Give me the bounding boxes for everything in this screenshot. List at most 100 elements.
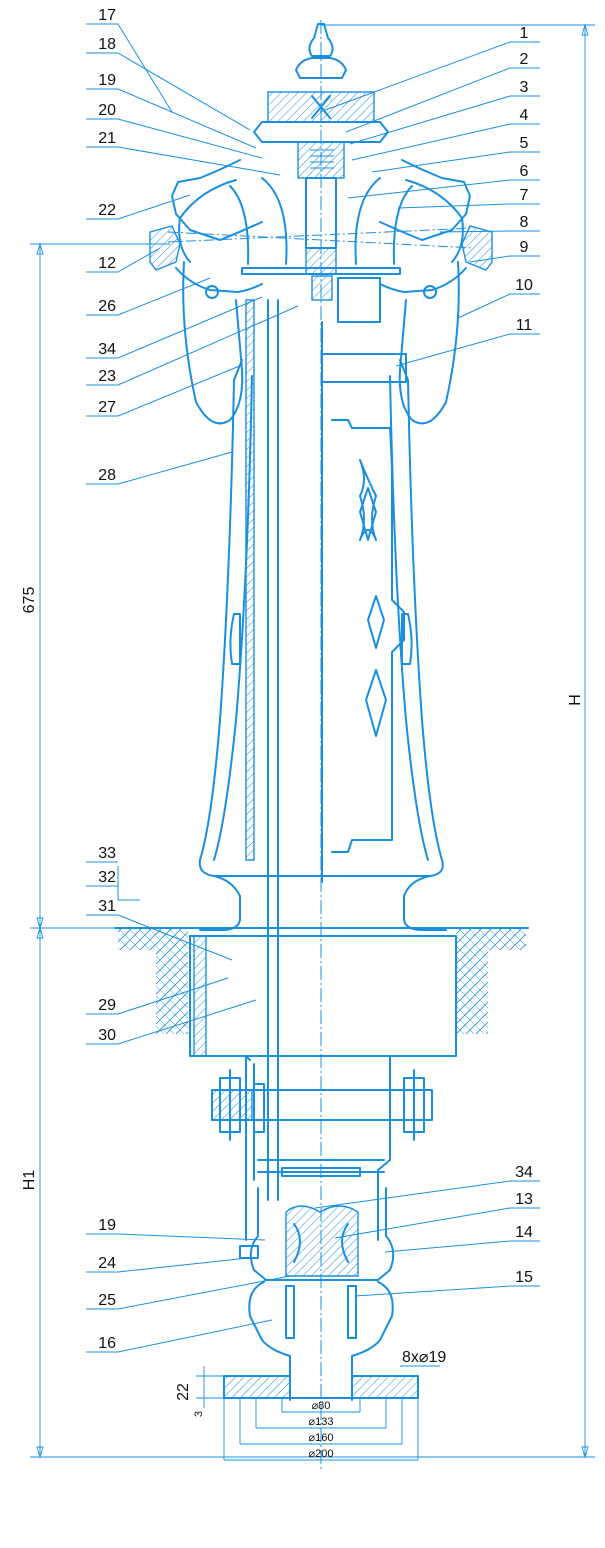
- callout-leader: [117, 977, 229, 1015]
- callout-number: 25: [98, 1292, 116, 1309]
- callout-right-9: 9: [469, 239, 540, 263]
- callout-leader: [117, 999, 257, 1045]
- callout-number: 8: [520, 214, 529, 231]
- callout-left-18: 18: [86, 36, 251, 131]
- dim-d133: ⌀133: [309, 1416, 334, 1428]
- callout-number: 28: [98, 467, 116, 484]
- callout-number: 19: [98, 72, 116, 89]
- callout-leader: [319, 41, 511, 113]
- callout-number: 18: [98, 36, 116, 53]
- left-outlet-cap: [182, 261, 244, 425]
- callout-leader: [117, 364, 243, 417]
- callout-left-26: 26: [86, 277, 211, 316]
- callout-leader: [117, 1233, 266, 1241]
- callout-number: 4: [520, 107, 529, 124]
- callout-number: 12: [98, 255, 116, 272]
- callout-number: 5: [520, 135, 529, 152]
- callout-number: 16: [98, 1335, 116, 1352]
- callout-leader: [457, 293, 511, 319]
- dim-h1: H1: [21, 1170, 38, 1191]
- dim-d160: ⌀160: [309, 1432, 334, 1444]
- callout-number: 34: [515, 1164, 533, 1181]
- callout-number: 31: [98, 898, 116, 915]
- dim-h: H: [567, 694, 584, 706]
- callout-right-6: 6: [347, 163, 540, 199]
- callout-left-32: 32: [86, 869, 118, 887]
- callout-leader: [469, 255, 511, 263]
- dim-gasket: 3: [193, 1411, 205, 1417]
- callout-leader: [117, 52, 251, 131]
- callout-left-17: 17: [86, 7, 173, 113]
- callout-number: 7: [520, 187, 529, 204]
- callout-number: 15: [515, 1269, 533, 1286]
- callout-number: 3: [520, 79, 529, 96]
- callout-number: 21: [98, 130, 116, 147]
- callout-right-34: 34: [314, 1164, 540, 1209]
- callout-right-10: 10: [457, 277, 540, 319]
- callout-leader: [314, 1180, 511, 1209]
- callout-leader: [117, 1275, 291, 1310]
- callout-number: 14: [515, 1224, 533, 1241]
- callout-number: 26: [98, 298, 116, 315]
- hydrant-head: [149, 159, 493, 299]
- callout-leader: [117, 23, 173, 113]
- callout-leader: [117, 118, 263, 159]
- dim-675: 675: [21, 587, 38, 614]
- callout-left-19: 19: [86, 1217, 266, 1241]
- callout-number: 17: [98, 7, 116, 24]
- callout-right-13: 13: [334, 1191, 540, 1239]
- callout-leader: [117, 146, 281, 176]
- callout-number: 11: [516, 317, 533, 334]
- callout-leader: [384, 1240, 511, 1253]
- lower-barrel: [189, 935, 457, 1241]
- right-outlet-cap: [398, 261, 460, 425]
- callout-left-27: 27: [86, 364, 243, 417]
- callout-left-20: 20: [86, 102, 263, 159]
- callout-leader: [117, 247, 161, 273]
- callout-right-8: 8: [439, 214, 540, 233]
- callout-number: 24: [98, 1255, 116, 1272]
- valve-body: [223, 1187, 419, 1401]
- callout-bracket-33-32: [117, 866, 140, 901]
- callout-leader: [117, 88, 257, 149]
- callout-left-28: 28: [86, 451, 233, 485]
- callout-leader: [347, 179, 511, 199]
- callout-left-34: 34: [86, 296, 263, 359]
- callout-leader: [439, 230, 511, 233]
- callout-leader: [117, 277, 211, 316]
- callout-leader: [354, 1285, 511, 1297]
- callout-leader: [117, 1257, 249, 1273]
- callout-right-11: 11: [395, 317, 540, 367]
- callout-right-14: 14: [384, 1224, 540, 1253]
- callout-left-22: 22: [86, 194, 191, 220]
- callout-number: 27: [98, 399, 116, 416]
- dimension-lines: [30, 23, 595, 1459]
- callout-number: 30: [98, 1027, 116, 1044]
- callout-left-29: 29: [86, 977, 229, 1015]
- callout-leader: [371, 151, 511, 173]
- callout-leader: [117, 305, 299, 386]
- callout-leader: [345, 67, 511, 133]
- callout-leader: [117, 914, 233, 961]
- callout-right-7: 7: [397, 187, 540, 209]
- callout-number: 32: [98, 869, 116, 886]
- callout-left-31: 31: [86, 898, 233, 961]
- callout-left-33: 33: [86, 845, 118, 863]
- callout-number: 33: [98, 845, 116, 862]
- callout-left-23: 23: [86, 305, 299, 386]
- callout-number: 23: [98, 368, 116, 385]
- callout-number: 13: [515, 1191, 533, 1208]
- callout-left-30: 30: [86, 999, 257, 1045]
- callout-number: 22: [98, 202, 116, 219]
- callout-right-4: 4: [351, 107, 540, 161]
- callout-left-12: 12: [86, 247, 161, 273]
- callout-left-25: 25: [86, 1275, 291, 1310]
- callout-leader: [397, 203, 511, 209]
- callout-left-21: 21: [86, 130, 281, 176]
- callout-number: 29: [98, 997, 116, 1014]
- callout-leader: [117, 451, 233, 485]
- callout-right-5: 5: [371, 135, 540, 173]
